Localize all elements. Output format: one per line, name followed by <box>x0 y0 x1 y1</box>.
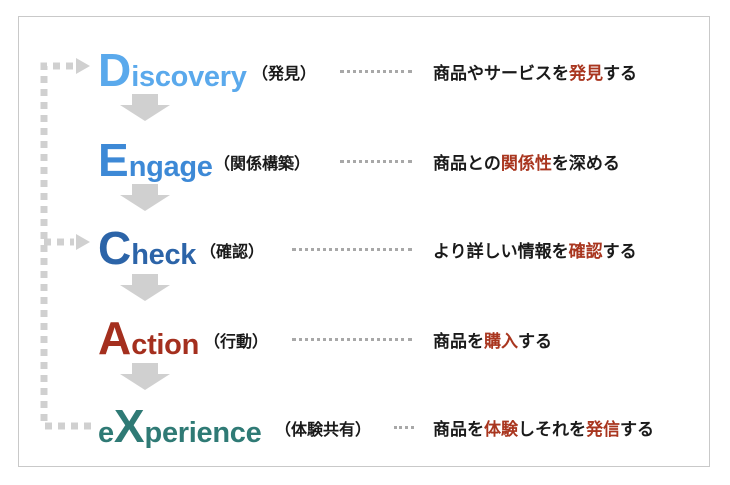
desc-text: 商品を <box>433 332 484 352</box>
down-arrow-2 <box>120 184 170 211</box>
desc-highlight: 確認 <box>568 242 603 262</box>
step-engage-desc: 商品との関係性を深める <box>433 140 620 184</box>
desc-highlight: 関係性 <box>500 154 552 174</box>
step-action-dots <box>292 338 412 341</box>
diagram-frame <box>18 16 710 467</box>
step-action-paren: （行動） <box>204 332 269 351</box>
desc-text: しそれを <box>518 420 586 440</box>
step-engage-initial: E <box>98 134 129 186</box>
step-discovery-word: Discovery <box>98 47 247 102</box>
down-arrow-1 <box>120 94 170 121</box>
step-engage: Engage （関係構築） 商品との関係性を深める <box>0 137 730 183</box>
desc-text: する <box>602 242 637 262</box>
step-discovery-initial: D <box>98 44 132 96</box>
desc-text: する <box>603 64 637 84</box>
step-discovery-dots <box>340 70 412 73</box>
step-experience-initial-pre: e <box>98 417 114 449</box>
step-check: Check （確認） より詳しい情報を確認する <box>0 225 730 271</box>
desc-highlight: 購入 <box>484 332 518 352</box>
desc-text: 商品を <box>433 420 484 440</box>
step-check-initial: C <box>98 222 132 274</box>
desc-text: 商品やサービスを <box>433 64 569 84</box>
step-experience-desc: 商品を体験しそれを発信する <box>433 406 654 450</box>
step-experience-dots <box>394 426 414 429</box>
desc-highlight: 発見 <box>569 64 603 84</box>
step-engage-rest: ngage <box>128 151 213 183</box>
step-engage-paren: （関係構築） <box>214 154 311 173</box>
desc-text: する <box>518 332 552 352</box>
desc-highlight: 発信 <box>586 420 620 440</box>
step-action: Action （行動） 商品を購入する <box>0 315 730 361</box>
step-discovery: Discovery （発見） 商品やサービスを発見する <box>0 47 730 93</box>
step-experience-paren: （体験共有） <box>275 420 372 439</box>
step-check-word: Check <box>98 225 197 280</box>
step-discovery-desc: 商品やサービスを発見する <box>433 50 637 94</box>
desc-text: する <box>620 420 654 440</box>
step-experience-rest: perience <box>144 417 262 449</box>
step-discovery-rest: iscovery <box>131 61 247 93</box>
down-arrow-4 <box>120 363 170 390</box>
step-check-paren: （確認） <box>200 242 265 261</box>
step-action-rest: ction <box>131 329 200 361</box>
step-action-desc: 商品を購入する <box>433 318 552 362</box>
desc-text: より詳しい情報を <box>433 242 569 262</box>
step-experience-word: eXperience <box>98 403 262 458</box>
step-action-initial: A <box>98 312 132 364</box>
step-experience-initial: X <box>113 400 145 452</box>
loop-arrowhead-discovery <box>76 58 90 74</box>
step-experience: eXperience （体験共有） 商品を体験しそれを発信する <box>0 403 730 449</box>
step-engage-dots <box>340 160 412 163</box>
step-check-desc: より詳しい情報を確認する <box>433 228 637 272</box>
loop-arrowhead-check <box>76 234 90 250</box>
step-engage-word: Engage <box>98 137 213 192</box>
step-check-dots <box>292 248 412 251</box>
down-arrow-3 <box>120 274 170 301</box>
desc-text: 商品との <box>433 154 501 174</box>
desc-text: を深める <box>551 154 620 174</box>
feedback-loop-line <box>40 62 91 430</box>
desc-highlight: 体験 <box>484 420 518 440</box>
step-check-rest: heck <box>131 239 197 271</box>
step-discovery-paren: （発見） <box>252 64 317 83</box>
step-action-word: Action <box>98 315 200 370</box>
